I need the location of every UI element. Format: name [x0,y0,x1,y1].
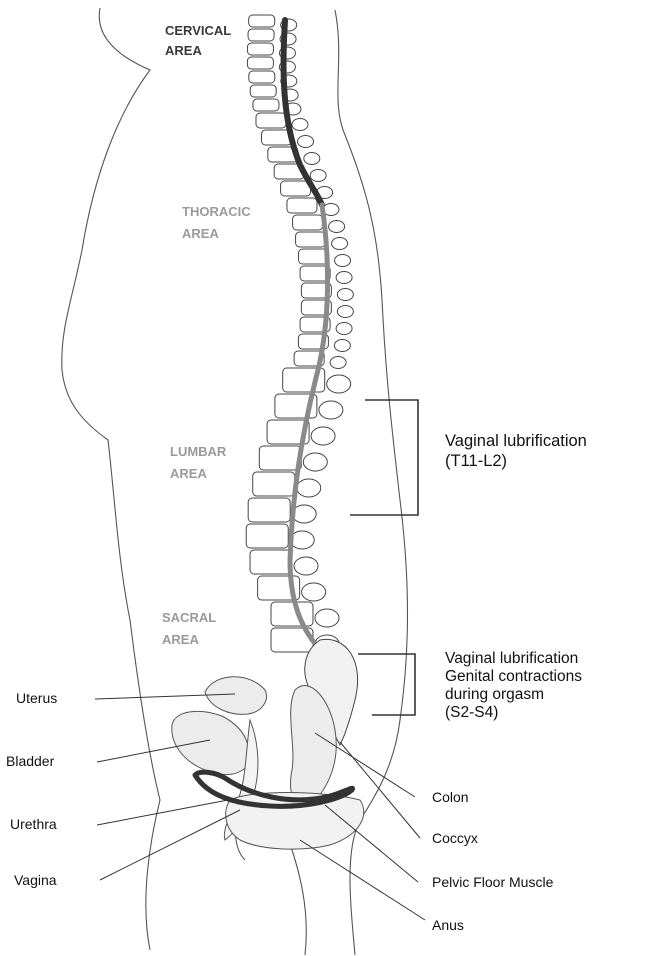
vertebra-spinous-process [311,427,335,445]
sacral-area-line2: AREA [162,632,199,647]
thoracic-area-line1: THORACIC [182,204,251,219]
vertebra-body [299,249,329,264]
vertebra-body [253,99,279,111]
vertebra-body [253,472,295,496]
vertebra-body [249,15,275,27]
vertebra-body [247,57,273,69]
vertebra-body [250,85,276,97]
vertebra-spinous-process [302,583,326,601]
vertebra-body [287,198,317,213]
vertebra-spinous-process [329,221,345,233]
lumbar-area-line2: AREA [170,466,207,481]
vertebra-body [249,71,275,83]
vertebra-spinous-process [310,170,326,182]
bracket-s2-s4 [358,654,415,715]
vertebra-body [248,29,274,41]
lumbar-area-line1: LUMBAR [170,444,227,459]
anus-leader [300,840,425,920]
vertebra-body [250,550,292,574]
vertebra-body [246,524,288,548]
cervical-area-line2: AREA [165,43,202,58]
vertebra-spinous-process [304,153,320,165]
vertebra-spinous-process [327,375,351,393]
lubrification-upper-text: Vaginal lubrification (T11-L2) [445,432,591,470]
lumbar-area-label: LUMBAR AREA [170,444,230,481]
vagina-label: Vagina [14,872,57,888]
vertebra-spinous-process [303,453,327,471]
lubrification-upper-line2: (T11-L2) [445,452,507,470]
vertebra-body [296,232,326,247]
vertebra-spinous-process [292,119,308,131]
vertebra-spinous-process [298,136,314,148]
lubrification-lower-line1: Vaginal lubrification [445,650,578,667]
vertebra-body [247,43,273,55]
front-body-outline [62,8,160,950]
vertebra-body [271,602,313,626]
vertebra-spinous-process [319,401,343,419]
lubrification-lower-text: Vaginal lubrification Genital contractio… [445,650,586,721]
lubrification-lower-line4: (S2-S4) [445,704,498,721]
vertebra-body [259,446,301,470]
vertebra-body [281,181,311,196]
lubrification-lower-line2: Genital contractions [445,668,582,685]
vertebra-spinous-process [337,306,353,318]
vertebra-spinous-process [336,272,352,284]
vertebra-spinous-process [290,531,314,549]
bladder-label: Bladder [6,753,55,769]
vertebra-body [248,498,290,522]
vertebra-spinous-process [335,255,351,267]
vertebra-spinous-process [332,238,348,250]
pelvic-floor-leader [325,805,418,882]
cervical-area-label: CERVICAL AREA [165,23,235,58]
vertebra-body [256,113,286,128]
sacral-area-label: SACRAL AREA [162,610,220,647]
vertebra-spinous-process [297,479,321,497]
uterus-label: Uterus [16,690,57,706]
pelvic-floor-label: Pelvic Floor Muscle [432,874,554,890]
urethra-leader [97,800,228,825]
lubrification-upper-line1: Vaginal lubrification [445,432,587,450]
thoracic-area-line2: AREA [182,226,219,241]
vertebra-spinous-process [330,357,346,369]
vertebra-spinous-process [315,609,339,627]
lubrification-lower-line3: during orgasm [445,686,544,703]
spine-vertebrae [246,15,353,653]
vertebra-body [293,215,323,230]
cervical-area-line1: CERVICAL [165,23,231,38]
bracket-t11-l2 [350,400,418,515]
urethra-label: Urethra [10,816,57,832]
bladder-shape [172,711,249,774]
vertebra-spinous-process [336,323,352,335]
coccyx-label: Coccyx [432,830,478,846]
uterus-shape [205,677,266,715]
vertebra-spinous-process [294,557,318,575]
thoracic-area-label: THORACIC AREA [182,204,254,241]
vertebra-spinous-process [334,340,350,352]
vertebra-spinous-process [337,289,353,301]
anus-label: Anus [432,917,464,933]
colon-label: Colon [432,789,469,805]
sacral-area-line1: SACRAL [162,610,216,625]
